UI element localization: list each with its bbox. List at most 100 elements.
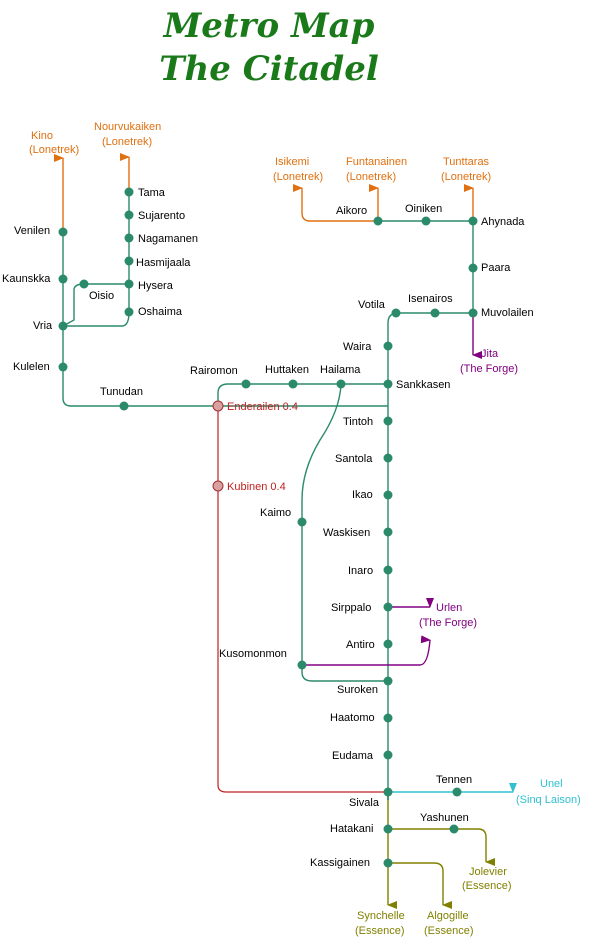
exit-urlen-region: (The Forge) [419,617,477,629]
station-waskisen[interactable] [383,527,393,537]
exit-unel-name: Unel [540,778,563,790]
exit-algogille-region: (Essence) [424,925,474,937]
map-title-line1: Metro Map [163,6,375,46]
label-kusomonmon: Kusomonmon [219,648,287,660]
station-kubinen[interactable] [212,480,224,492]
station-haatomo[interactable] [383,713,393,723]
label-kulelen: Kulelen [13,361,50,373]
label-ikao: Ikao [352,489,373,501]
station-ikao[interactable] [383,490,393,500]
station-enderailen[interactable] [212,400,224,412]
station-oisio[interactable] [79,279,89,289]
station-antiro[interactable] [383,639,393,649]
label-paara: Paara [481,262,511,274]
exit-nourvukaiken-name: Nourvukaiken [94,121,161,133]
station-sivala[interactable] [383,787,393,797]
label-venilen: Venilen [14,225,50,237]
station-tintoh[interactable] [383,416,393,426]
station-eudama[interactable] [383,750,393,760]
station-hysera[interactable] [124,279,134,289]
station-hatakani[interactable] [383,824,393,834]
station-hailama[interactable] [336,379,346,389]
station-rairomon[interactable] [241,379,251,389]
exit-algogille-name: Algogille [427,910,469,922]
exit-funtanainen-name: Funtanainen [346,156,407,168]
station-tama[interactable] [124,187,134,197]
station-sirppalo[interactable] [383,602,393,612]
station-yashunen[interactable] [449,824,459,834]
label-haatomo: Haatomo [330,712,375,724]
station-inaro[interactable] [383,565,393,575]
station-isenairos[interactable] [430,308,440,318]
exit-labels: Kino (Lonetrek) Nourvukaiken (Lonetrek) … [29,121,581,937]
label-hailama: Hailama [320,364,361,376]
station-hasmijaala[interactable] [124,256,134,266]
station-tunudan[interactable] [119,401,129,411]
exit-nourvukaiken-region: (Lonetrek) [102,136,152,148]
label-tintoh: Tintoh [343,416,373,428]
label-suroken: Suroken [337,684,378,696]
station-oshaima[interactable] [124,307,134,317]
label-isenairos: Isenairos [408,293,453,305]
label-waira: Waira [343,341,372,353]
label-kaunskka: Kaunskka [2,273,51,285]
stations [58,187,478,868]
map-title-line2: The Citadel [159,49,379,89]
station-sankkasen[interactable] [383,379,393,389]
label-kubinen: Kubinen 0.4 [227,481,286,493]
label-hysera: Hysera [138,280,174,292]
label-inaro: Inaro [348,565,373,577]
exit-tunttaras-name: Tunttaras [443,156,490,168]
exit-funtanainen-region: (Lonetrek) [346,171,396,183]
station-kaunskka[interactable] [58,274,68,284]
station-tennen[interactable] [452,787,462,797]
exit-synchelle-name: Synchelle [357,910,405,922]
station-muvolailen[interactable] [468,308,478,318]
label-sujarento: Sujarento [138,210,185,222]
exit-jolevier-region: (Essence) [462,880,512,892]
label-tennen: Tennen [436,774,472,786]
label-ahynada: Ahynada [481,216,525,228]
station-kaimo[interactable] [297,517,307,527]
station-waira[interactable] [383,341,393,351]
label-vria: Vria [33,320,53,332]
label-hasmijaala: Hasmijaala [136,257,191,269]
exit-jita-region: (The Forge) [460,363,518,375]
station-vria[interactable] [58,321,68,331]
exit-unel-region: (Sinq Laison) [516,794,581,806]
label-kassigainen: Kassigainen [310,857,370,869]
label-huttaken: Huttaken [265,364,309,376]
station-votila[interactable] [391,308,401,318]
station-nagamanen[interactable] [124,233,134,243]
exit-isikemi-name: Isikemi [275,156,309,168]
label-sivala: Sivala [349,797,380,809]
station-sujarento[interactable] [124,210,134,220]
label-yashunen: Yashunen [420,812,469,824]
station-oiniken[interactable] [421,216,431,226]
station-paara[interactable] [468,263,478,273]
station-venilen[interactable] [58,227,68,237]
label-kaimo: Kaimo [260,507,291,519]
label-sankkasen: Sankkasen [396,379,450,391]
label-oiniken: Oiniken [405,203,442,215]
label-sirppalo: Sirppalo [331,602,371,614]
station-labels: Tama Sujarento Nagamanen Hasmijaala Hyse… [2,187,534,869]
exit-kino-name: Kino [31,130,53,142]
label-aikoro: Aikoro [336,205,367,217]
station-kassigainen[interactable] [383,858,393,868]
station-huttaken[interactable] [288,379,298,389]
label-waskisen: Waskisen [323,527,370,539]
exit-tunttaras-region: (Lonetrek) [441,171,491,183]
label-oisio: Oisio [89,290,114,302]
exit-lines [54,153,517,909]
station-kusomonmon[interactable] [297,660,307,670]
station-aikoro[interactable] [373,216,383,226]
station-kulelen[interactable] [58,362,68,372]
station-santola[interactable] [383,453,393,463]
label-hatakani: Hatakani [330,823,373,835]
exit-synchelle-region: (Essence) [355,925,405,937]
station-suroken[interactable] [383,676,393,686]
exit-jita-name: Jita [481,348,499,360]
station-ahynada[interactable] [468,216,478,226]
